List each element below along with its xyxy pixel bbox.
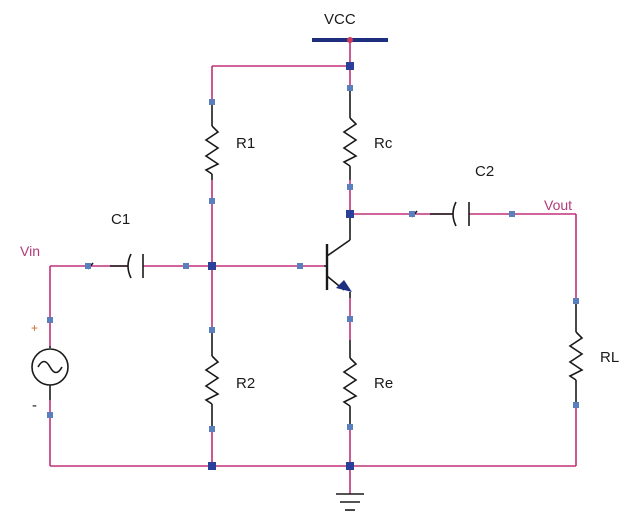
- junction-base: [208, 262, 216, 270]
- wires: [49, 40, 577, 494]
- junction-collector: [346, 210, 354, 218]
- pin-markers: [47, 85, 579, 432]
- r1-label: R1: [236, 135, 255, 152]
- vcc-node: [347, 37, 353, 43]
- ac-voltage-source: + -: [31, 321, 69, 414]
- sine-wave-icon: [37, 360, 63, 374]
- resistor-rl: RL: [568, 300, 619, 405]
- resistor-r1: R1: [204, 102, 255, 180]
- resistor-re: Re: [342, 340, 393, 425]
- capacitor-c1: C1: [87, 211, 144, 279]
- c2-curved-plate: [452, 201, 457, 227]
- emitter-arrow-icon: [336, 280, 352, 292]
- vcc-label: VCC: [324, 11, 356, 28]
- rc-label: Rc: [374, 135, 393, 152]
- resistor-r2: R2: [204, 330, 255, 428]
- source-minus-label: -: [32, 397, 37, 414]
- junction-ground-center: [346, 462, 354, 470]
- vin-label: Vin: [20, 243, 40, 259]
- ground-icon: [336, 493, 364, 511]
- transistor-collector: [326, 239, 351, 257]
- c1-curved-plate: [127, 253, 132, 279]
- capacitor-c2: C2: [411, 163, 494, 227]
- junction-vcc: [346, 62, 354, 70]
- c2-label: C2: [475, 163, 494, 180]
- npn-transistor: [324, 214, 352, 298]
- source-plus-label: +: [31, 321, 38, 335]
- vout-label: Vout: [544, 197, 572, 213]
- rl-label: RL: [600, 349, 619, 366]
- junctions: [208, 62, 354, 470]
- junction-ground-left: [208, 462, 216, 470]
- r2-label: R2: [236, 375, 255, 392]
- resistor-rc: Rc: [342, 88, 393, 180]
- c1-label: C1: [111, 211, 130, 228]
- vcc-supply: VCC: [312, 11, 388, 43]
- re-label: Re: [374, 375, 393, 392]
